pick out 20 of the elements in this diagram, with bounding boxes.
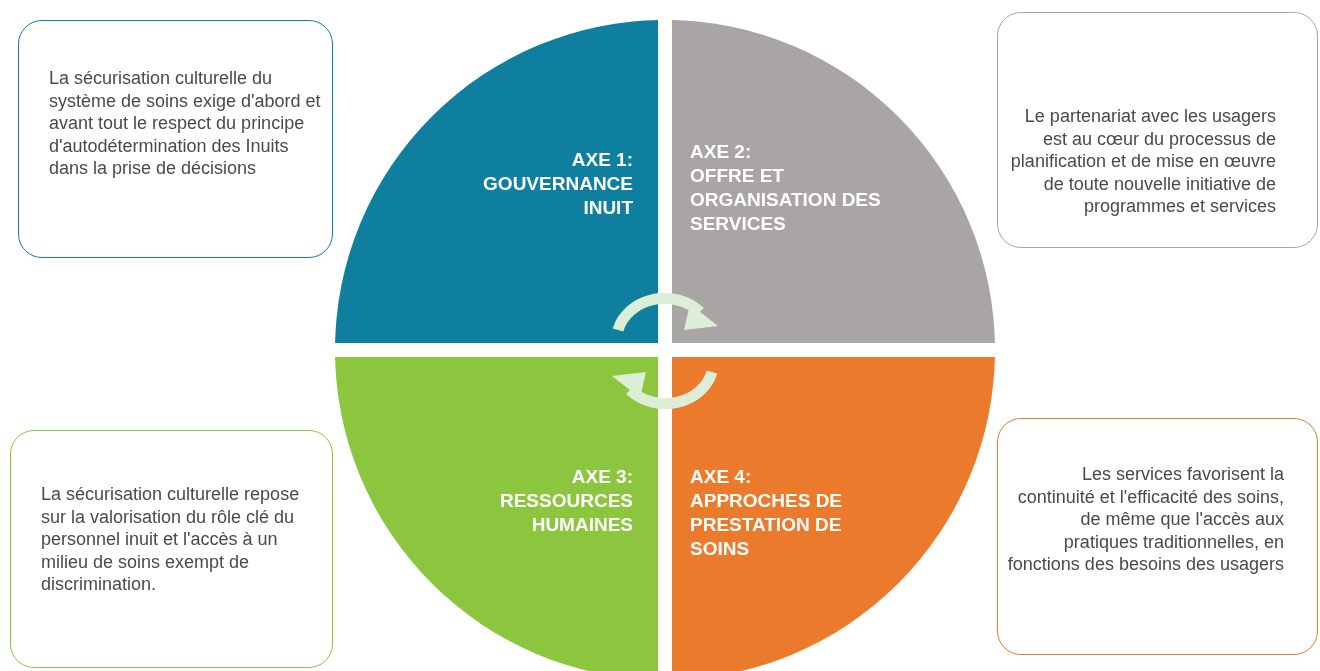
quadrant-segment: [335, 357, 658, 671]
axis-title: APPROCHES DE PRESTATION DE SOINS: [690, 489, 844, 561]
axis-number: AXE 4:: [690, 465, 753, 489]
text-box: [18, 20, 333, 258]
quadrant-segment: [335, 20, 658, 343]
quadrant-segment: [672, 20, 995, 343]
text-box: [997, 12, 1318, 248]
axis-number: AXE 2:: [690, 140, 753, 164]
axis-number: AXE 3:: [570, 465, 633, 489]
quadrant-segment: [672, 357, 995, 671]
text-box: [10, 430, 333, 668]
description-text: Le partenariat avec les usagers est au cœur du processus de planification et de mise en œuvre de toute nouvelle initiative de programmes et services: [1009, 105, 1276, 218]
description-text: La sécurisation culturelle repose sur la valorisation du rôle clé du personnel inuit et l'accès à un milieu de soins exempt de discrimination.: [41, 483, 301, 596]
axis-number: AXE 1:: [570, 148, 633, 172]
axis-title: GOUVERNANCE INUIT: [482, 172, 633, 220]
text-box: [997, 418, 1318, 655]
axis-title: RESSOURCES HUMAINES: [498, 489, 633, 537]
description-text: La sécurisation culturelle du système de soins exige d'abord et avant tout le respect du principe d'autodétermination des Inuits dans la prise de décisions: [49, 67, 321, 180]
axis-title: OFFRE ET ORGANISATION DES SERVICES: [690, 164, 882, 236]
description-text: Les services favorisent la continuité et l'efficacité des soins, de même que l'accès aux pratiques traditionnelles, en fonctions des besoins des usagers: [1006, 463, 1284, 576]
